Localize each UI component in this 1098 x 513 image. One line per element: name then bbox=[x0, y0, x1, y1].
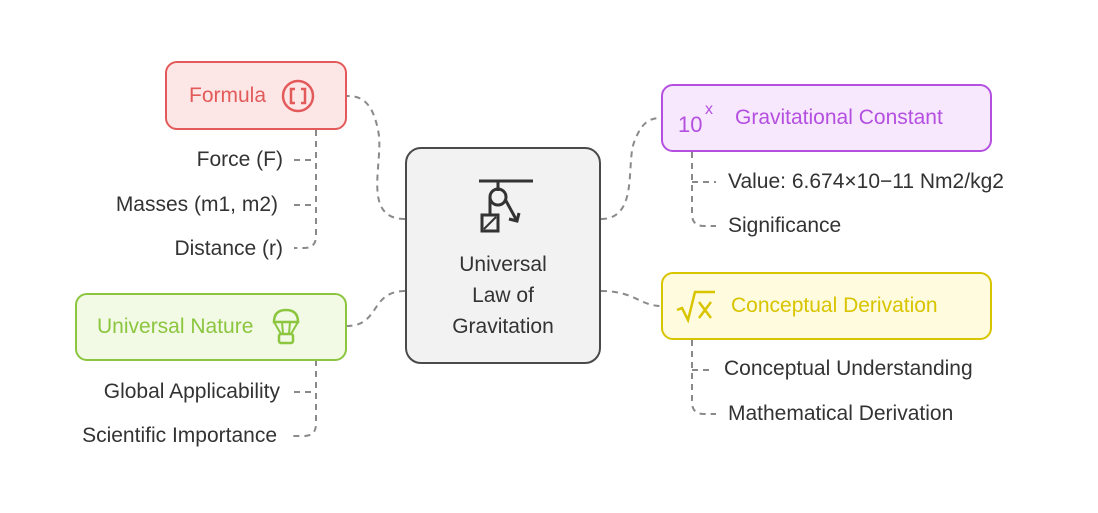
connector-grav-constant bbox=[600, 117, 662, 220]
formula-node[interactable]: Formula bbox=[165, 61, 347, 130]
exponent-icon: 10 x bbox=[677, 98, 717, 138]
grav-item-significance: Significance bbox=[728, 214, 842, 237]
conceptual-derivation-node[interactable]: Conceptual Derivation bbox=[661, 272, 992, 340]
grav-item-value: Value: 6.674×10−11 Nm2/kg2 bbox=[728, 170, 1004, 193]
formula-item-distance: Distance (r) bbox=[174, 237, 283, 260]
connector-formula bbox=[346, 95, 406, 220]
gravitational-constant-node[interactable]: 10 x Gravitational Constant bbox=[661, 84, 992, 152]
conceptual-item-mathematical: Mathematical Derivation bbox=[728, 402, 954, 425]
central-title-line-1: Universal bbox=[459, 253, 547, 276]
conceptual-item-understanding: Conceptual Understanding bbox=[724, 357, 973, 380]
brackets-icon bbox=[280, 78, 316, 114]
connector-formula-items bbox=[294, 130, 317, 249]
universal-nature-label: Universal Nature bbox=[97, 315, 254, 338]
formula-label: Formula bbox=[189, 83, 267, 107]
connector-universal-items bbox=[290, 360, 317, 437]
svg-text:10: 10 bbox=[678, 112, 702, 137]
parachute-icon bbox=[271, 308, 301, 346]
formula-item-force: Force (F) bbox=[196, 148, 283, 171]
central-topic-title: Universal Law of Gravitation bbox=[407, 249, 599, 342]
connector-conceptual-items bbox=[691, 340, 716, 415]
formula-item-masses: Masses (m1, m2) bbox=[115, 193, 278, 216]
connector-conceptual bbox=[600, 290, 662, 307]
pulley-icon bbox=[473, 177, 537, 241]
universal-nature-node[interactable]: Universal Nature bbox=[75, 293, 347, 361]
central-topic-node[interactable]: Universal Law of Gravitation bbox=[405, 147, 601, 364]
universal-item-scientific: Scientific Importance bbox=[82, 424, 277, 447]
svg-text:x: x bbox=[705, 101, 713, 118]
central-title-line-2: Law of bbox=[472, 284, 534, 307]
gravitational-constant-label: Gravitational Constant bbox=[735, 106, 943, 129]
connector-universal-nature bbox=[346, 290, 406, 327]
square-root-icon bbox=[675, 288, 717, 324]
central-title-line-3: Gravitation bbox=[452, 315, 554, 338]
conceptual-derivation-label: Conceptual Derivation bbox=[731, 294, 938, 317]
universal-item-global: Global Applicability bbox=[103, 380, 280, 403]
connector-grav-items bbox=[691, 152, 716, 227]
